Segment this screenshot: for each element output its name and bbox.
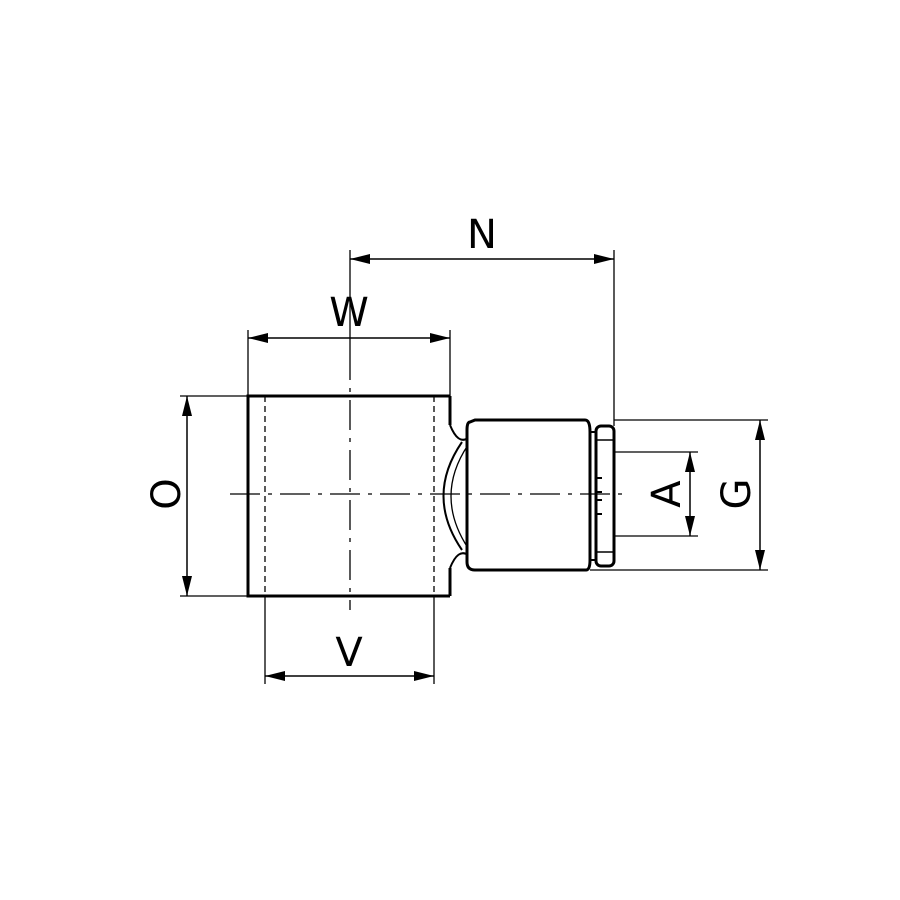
label-a: A [644, 480, 690, 508]
body-block [246, 394, 452, 598]
label-w: W [329, 290, 369, 336]
dimension-lines [182, 254, 765, 681]
center-lines [230, 350, 630, 610]
release-ring [589, 424, 616, 568]
label-g: G [714, 479, 760, 510]
label-v: V [335, 630, 363, 676]
label-o: O [144, 478, 190, 509]
neck-joint [442, 424, 469, 569]
extension-lines [180, 250, 768, 684]
label-n: N [467, 212, 497, 258]
collet-body [465, 418, 592, 572]
